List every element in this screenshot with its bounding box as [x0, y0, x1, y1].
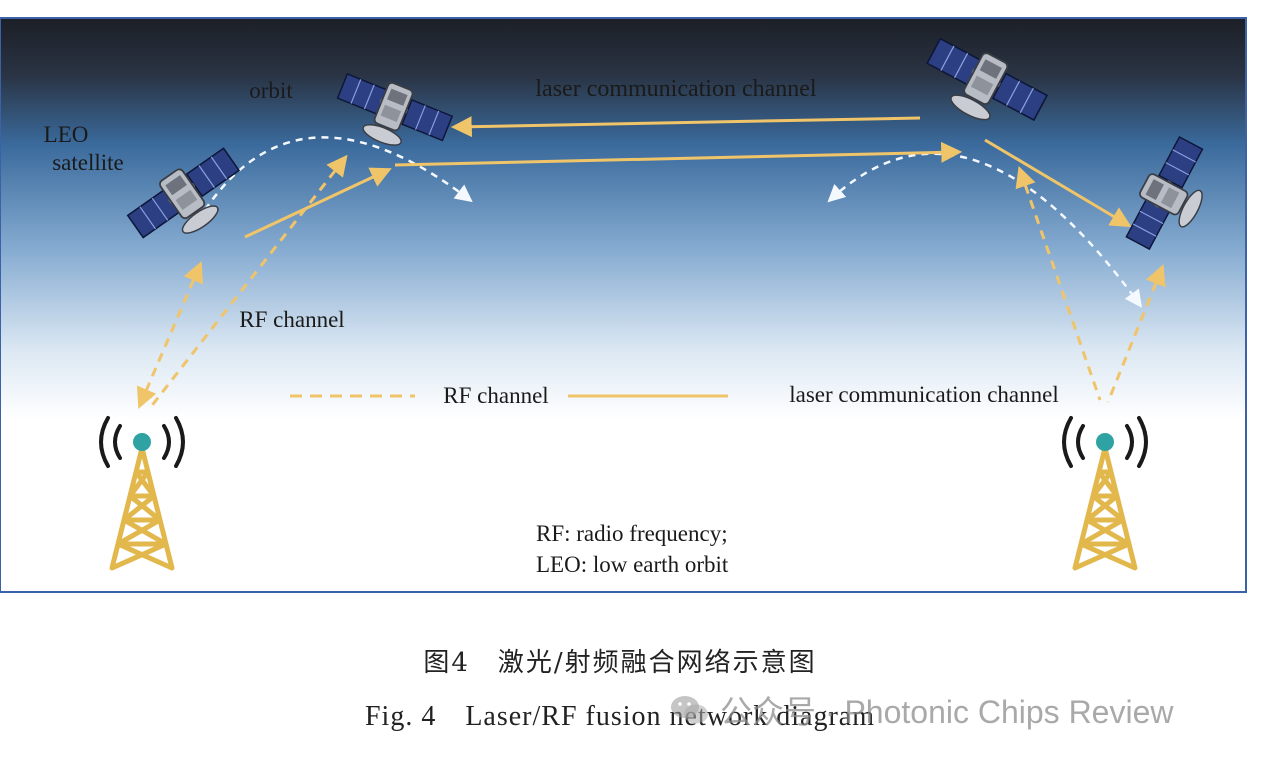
figure-caption-chinese: 图4 激光/射频融合网络示意图: [423, 648, 817, 678]
laser-channel-label-top: laser communication channel: [535, 76, 817, 102]
orbit-arc-left: [203, 136, 473, 211]
watermark-text: 公众号 · Photonic Chips Review: [720, 694, 1174, 730]
figure-border: [0, 17, 1247, 593]
abbrev-rf: RF: radio frequency;: [536, 521, 728, 546]
rf-link-right-1: [1015, 166, 1102, 401]
rf-link-right-2: [1106, 264, 1166, 403]
leo-label-line1: LEO: [44, 122, 89, 147]
watermark: 公众号 · Photonic Chips Review: [670, 688, 1174, 732]
legend-laser-label: laser communication channel: [789, 382, 1059, 407]
abbrev-leo: LEO: low earth orbit: [536, 552, 729, 577]
wechat-icon: [671, 696, 708, 724]
rf-channel-label: RF channel: [239, 307, 344, 332]
laser-link-middle: [394, 141, 963, 167]
laser-link-left: [244, 167, 392, 239]
legend-rf-label: RF channel: [443, 383, 548, 408]
figure-caption-english: Fig. 4 Laser/RF fusion network diagram: [364, 701, 876, 732]
sky-background: [0, 18, 1246, 592]
orbit-label: orbit: [249, 78, 293, 103]
orbit-arc-right: [827, 152, 1143, 308]
laser-link-top: [450, 116, 921, 138]
laser-link-right: [984, 138, 1132, 228]
leo-label-line2: satellite: [52, 150, 124, 175]
network-diagram: LEO satellite orbit laser communication …: [0, 17, 1247, 593]
